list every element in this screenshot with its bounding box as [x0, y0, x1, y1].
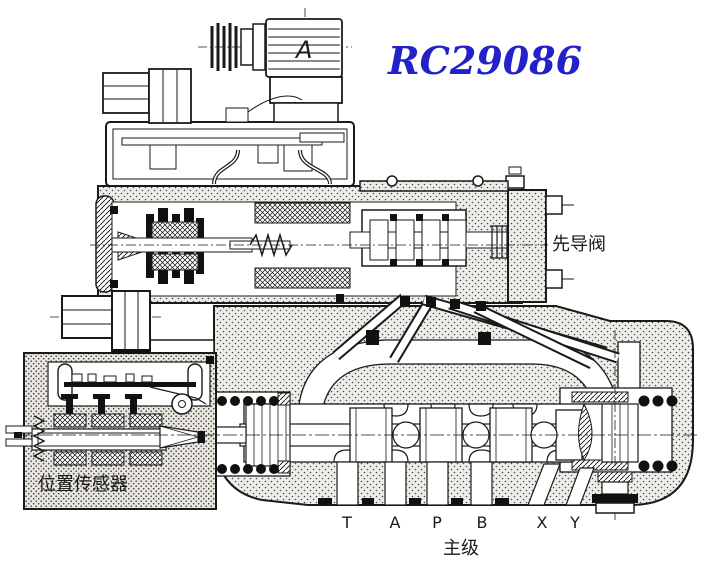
- spring-adjuster-plug: [592, 330, 638, 522]
- right-centering-spring: [571, 391, 678, 472]
- pilot-valve-label: 先导阀: [552, 234, 606, 255]
- coil-connector-left: [102, 68, 303, 124]
- connector-a-marking: A: [294, 36, 312, 64]
- base-seals: [318, 498, 509, 505]
- knurled-nut: [210, 23, 238, 71]
- port-channels: [318, 461, 595, 506]
- port-label-P: P: [432, 513, 442, 532]
- position-sensor-block: [5, 339, 217, 510]
- port-label-X: X: [537, 513, 548, 532]
- port-channel-T: [336, 461, 359, 506]
- position-sensor-label: 位置传感器: [38, 474, 128, 495]
- sensor-connector: [50, 290, 162, 354]
- torque-motor-cover: [105, 121, 355, 187]
- port-channel-A: [384, 461, 407, 506]
- lvdt-coils: [53, 413, 163, 466]
- port-channel-Y: [565, 467, 595, 506]
- port-label-T: T: [341, 513, 352, 532]
- port-channel-X: [527, 463, 561, 506]
- port-labels: T A P B X Y: [341, 513, 580, 532]
- port-label-Y: Y: [569, 513, 580, 532]
- solenoid-connector-a: A: [198, 8, 352, 123]
- interface-seals: [366, 296, 491, 345]
- pilot-spool-valve: [90, 166, 574, 303]
- main-stage-label: 主级: [443, 538, 479, 559]
- port-channel-B: [470, 461, 493, 506]
- port-label-A: A: [390, 513, 401, 532]
- port-label-B: B: [477, 513, 488, 532]
- pilot-stage-housing: [95, 185, 523, 304]
- port-channel-P: [426, 461, 449, 506]
- pilot-control-channels: [332, 293, 620, 369]
- drawing-number-title: RC29086: [387, 38, 582, 83]
- sensor-circuit-board: [64, 373, 207, 405]
